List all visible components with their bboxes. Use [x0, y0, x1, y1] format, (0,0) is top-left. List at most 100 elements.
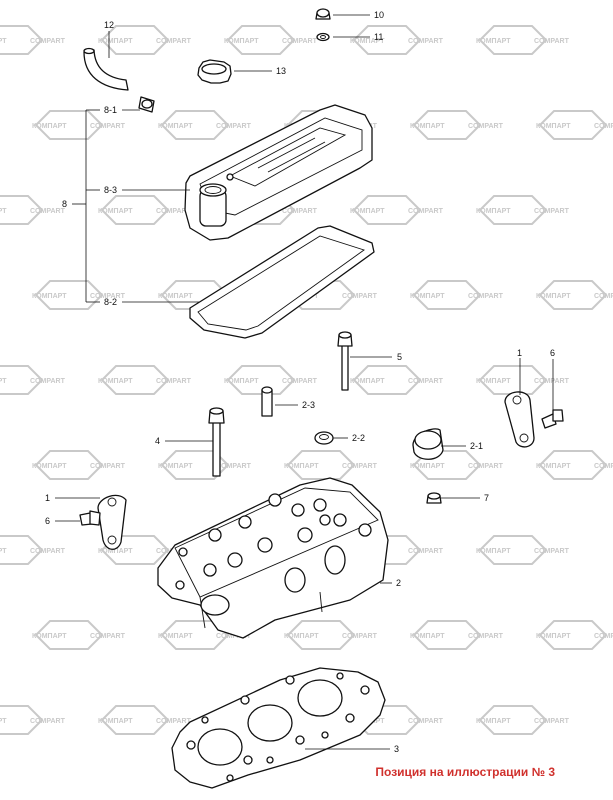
watermark-logo-icon [352, 365, 422, 395]
watermark-label-left: КОМПАРТ [0, 208, 7, 215]
watermark-label-right: COMPART [468, 293, 504, 300]
watermark-label-right: COMPART [216, 123, 252, 130]
watermark-label-right: COMPART [342, 463, 378, 470]
watermark-label-right: COMPART [156, 718, 192, 725]
watermark-label-left: КОМПАРТ [98, 718, 133, 725]
watermark-logo-icon [34, 280, 104, 310]
watermark-label-right: COMPART [408, 718, 444, 725]
expansion-plug [412, 428, 444, 460]
callout-8: 8 [62, 199, 67, 209]
watermark-label-right: COMPART [30, 378, 66, 385]
callout-6-right: 6 [550, 348, 555, 358]
watermark-label-left: КОМПАРТ [350, 38, 385, 45]
watermark-logo-icon [0, 365, 44, 395]
watermark-logo-icon [412, 280, 482, 310]
watermark-label-right: COMPART [216, 633, 252, 640]
valve-guide [261, 386, 273, 417]
watermark-label-right: COMPART [534, 208, 570, 215]
watermark-label-left: КОМПАРТ [476, 548, 511, 555]
valve-cover-gasket [189, 225, 375, 339]
watermark-logo-icon [352, 195, 422, 225]
callout-8-2: 8-2 [104, 297, 117, 307]
oil-filler-cap [197, 59, 232, 84]
watermark-logo-icon [412, 110, 482, 140]
watermark-label-right: COMPART [534, 378, 570, 385]
watermark-tile: КОМПАРТ COMPART [98, 705, 192, 735]
watermark-label-right: COMPART [408, 38, 444, 45]
watermark-label-left: КОМПАРТ [284, 633, 319, 640]
watermark-label-right: COMPART [156, 208, 192, 215]
watermark-label-right: COMPART [468, 633, 504, 640]
watermark-logo-icon [34, 450, 104, 480]
seal-washer [316, 32, 330, 42]
callout-2: 2 [396, 578, 401, 588]
watermark-label-right: COMPART [90, 633, 126, 640]
callout-2-2: 2-2 [352, 433, 365, 443]
watermark-label-right: COMPART [90, 463, 126, 470]
callout-11: 11 [374, 32, 383, 42]
watermark-label-left: КОМПАРТ [284, 463, 319, 470]
watermark-label-right: COMPART [156, 38, 192, 45]
watermark-logo-icon [100, 195, 170, 225]
watermark-label-left: КОМПАРТ [158, 633, 193, 640]
small-plug [426, 492, 442, 504]
watermark-label-left: КОМПАРТ [158, 123, 193, 130]
callout-7: 7 [484, 493, 489, 503]
watermark-label-left: КОМПАРТ [0, 378, 7, 385]
watermark-label-left: КОМПАРТ [476, 38, 511, 45]
watermark-logo-icon [412, 620, 482, 650]
callout-8-3: 8-3 [104, 185, 117, 195]
valve-cover [184, 104, 373, 241]
watermark-label-right: COMPART [30, 38, 66, 45]
watermark-label-left: КОМПАРТ [410, 463, 445, 470]
callout-labels: 12 10 11 13 8-1 8 8-3 8-2 5 1 6 2-3 4 2-… [45, 10, 555, 754]
watermark-logo-icon [538, 280, 608, 310]
watermark-label-left: КОМПАРТ [350, 208, 385, 215]
watermark-label-left: КОМПАРТ [476, 718, 511, 725]
watermark-tile: КОМПАРТ COMPART [32, 280, 126, 310]
bolt-right [541, 409, 564, 429]
watermark-label-left: КОМПАРТ [32, 293, 67, 300]
watermark-tile: КОМПАРТ COMPART [284, 450, 378, 480]
watermark-label-right: COMPART [282, 378, 318, 385]
callout-5: 5 [397, 352, 402, 362]
watermark-label-left: КОМПАРТ [32, 463, 67, 470]
callout-2-3: 2-3 [302, 400, 315, 410]
watermark-logo-icon [100, 365, 170, 395]
watermark-logo-icon [478, 705, 548, 735]
watermark-label-right: COMPART [156, 378, 192, 385]
watermark-logo-icon [34, 110, 104, 140]
watermark-label-right: COMPART [594, 633, 613, 640]
watermark-label-right: COMPART [594, 463, 613, 470]
watermark-logo-icon [286, 450, 356, 480]
watermark-label-right: COMPART [594, 123, 613, 130]
watermark-label-right: COMPART [30, 208, 66, 215]
watermark-tile: КОМПАРТ COMPART [476, 25, 570, 55]
watermark-label-right: COMPART [90, 123, 126, 130]
watermark-label-left: КОМПАРТ [158, 293, 193, 300]
valve-seat [314, 431, 334, 445]
watermark-logo-icon [478, 365, 548, 395]
hose-fitting [138, 96, 155, 113]
watermark-label-right: COMPART [342, 293, 378, 300]
watermark-logo-icon [0, 195, 44, 225]
watermark-label-right: COMPART [408, 548, 444, 555]
watermark-label-right: COMPART [90, 293, 126, 300]
watermark-label-right: COMPART [534, 38, 570, 45]
callout-10: 10 [374, 10, 384, 20]
watermark-label-right: COMPART [594, 293, 613, 300]
illustration-position-caption: Позиция на иллюстрации № 3 [375, 765, 555, 779]
